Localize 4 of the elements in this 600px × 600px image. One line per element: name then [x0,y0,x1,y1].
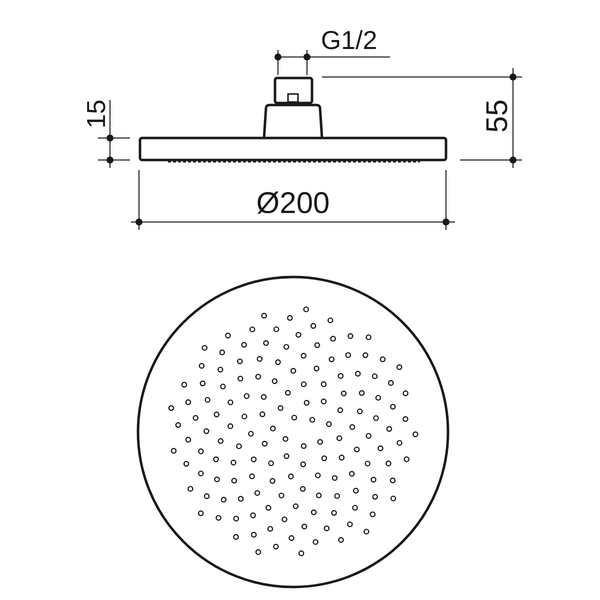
dimension-label: 55 [483,99,513,133]
dimension-label: Ø200 [256,189,330,219]
dimension-label: G1/2 [320,27,378,53]
dimension-label: 15 [83,100,109,128]
